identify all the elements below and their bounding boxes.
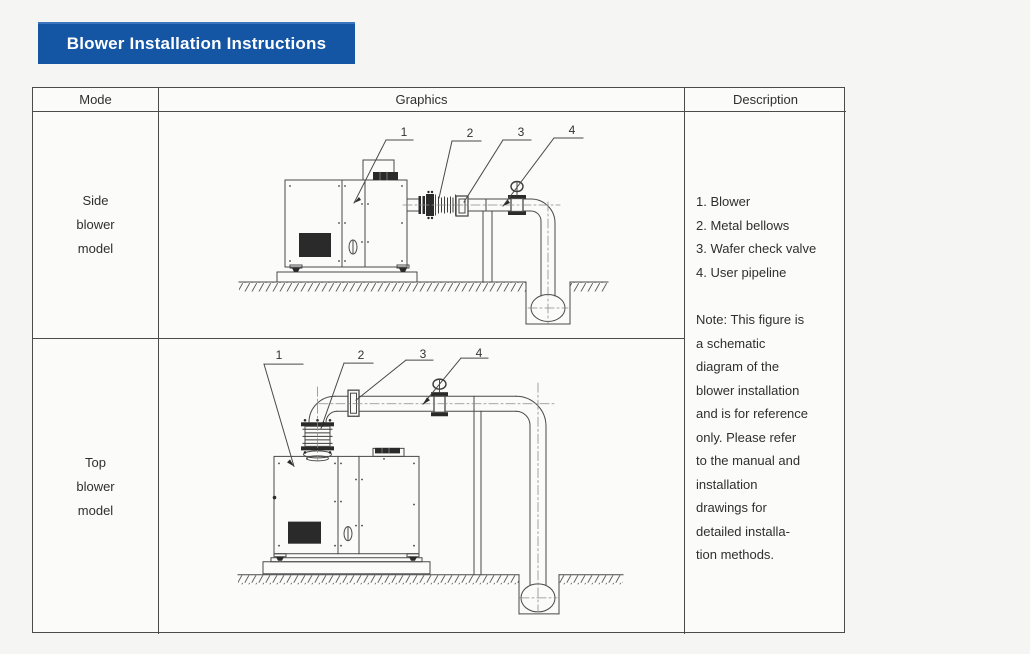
wafer-check-valve <box>347 389 360 417</box>
pipe-support <box>482 210 493 283</box>
svg-text:4: 4 <box>569 123 576 137</box>
description-item: 2. Metal bellows <box>696 217 790 233</box>
centerlines <box>317 382 558 613</box>
part-label-1: 1 <box>263 348 304 468</box>
note-line: tion methods. <box>696 547 775 562</box>
blower-box <box>284 159 408 268</box>
svg-text:4: 4 <box>476 346 483 360</box>
column-header-description: Description <box>685 88 846 112</box>
mode-line: blower <box>76 478 115 494</box>
blower-base <box>276 264 418 283</box>
svg-text:2: 2 <box>467 126 474 140</box>
part-label-1: 1 <box>353 125 414 204</box>
ground <box>237 574 624 585</box>
part-label-4: 4 <box>502 123 584 207</box>
description-item: 1. Blower <box>696 194 751 209</box>
top-outlet-pipe <box>308 395 517 423</box>
mode-line: Top <box>85 454 106 470</box>
mode-line: model <box>77 502 114 518</box>
mode-line: model <box>77 241 114 256</box>
note-line: installation <box>696 476 758 492</box>
ground <box>238 281 609 292</box>
part-label-3: 3 <box>463 125 532 203</box>
note-line: detailed installa- <box>696 523 790 539</box>
mode-cell-side-blower: Side blower model <box>33 112 159 339</box>
svg-text:2: 2 <box>358 348 365 362</box>
mode-line: blower <box>76 217 115 232</box>
column-header-mode: Mode <box>33 88 159 112</box>
part-label-2: 2 <box>438 126 482 199</box>
page-title-banner: Blower Installation Instructions <box>38 22 355 64</box>
description-item: 4. User pipeline <box>696 264 787 280</box>
svg-text:3: 3 <box>420 347 427 361</box>
graphics-cell-side-blower: 1 2 3 4 <box>159 112 685 339</box>
svg-text:3: 3 <box>518 125 525 139</box>
note-line: blower installation <box>696 382 800 398</box>
graphics-cell-top-blower: 1 2 3 4 <box>159 339 685 634</box>
top-blower-diagram: 1 2 3 4 <box>237 346 624 615</box>
vent-panel <box>288 521 321 544</box>
note-line: and is for reference <box>696 406 809 421</box>
mode-cell-top-blower: Top blower model <box>33 339 159 634</box>
note-line: Note: This figure is <box>696 312 805 327</box>
description-item: 3. Wafer check valve <box>696 241 817 256</box>
blower-box <box>272 447 420 555</box>
note-line: a schematic <box>696 335 766 351</box>
svg-text:1: 1 <box>276 348 283 362</box>
pipeline-valve <box>431 378 448 417</box>
installation-instructions-table: Mode Graphics Description Side blower mo… <box>32 87 846 634</box>
svg-text:1: 1 <box>401 125 408 139</box>
mode-line: Side <box>82 193 109 208</box>
part-label-4: 4 <box>422 346 489 405</box>
discharge-pit <box>518 574 560 615</box>
centerlines <box>402 201 569 324</box>
vent-panel <box>299 233 331 257</box>
part-label-3: 3 <box>355 347 434 401</box>
part-label-2: 2 <box>320 348 374 429</box>
blower-base <box>262 553 431 575</box>
note-line: only. Please refer <box>696 429 797 445</box>
note-line: to the manual and <box>696 453 801 468</box>
note-line: drawings for <box>696 500 767 515</box>
column-header-graphics: Graphics <box>159 88 685 112</box>
page-title: Blower Installation Instructions <box>66 34 327 53</box>
description-cell: 1. Blower 2. Metal bellows 3. Wafer chec… <box>685 112 846 634</box>
pipe-support <box>473 395 482 576</box>
user-pipeline <box>515 395 547 586</box>
note-line: diagram of the <box>696 359 780 374</box>
side-blower-diagram: 1 2 3 4 <box>238 123 609 325</box>
